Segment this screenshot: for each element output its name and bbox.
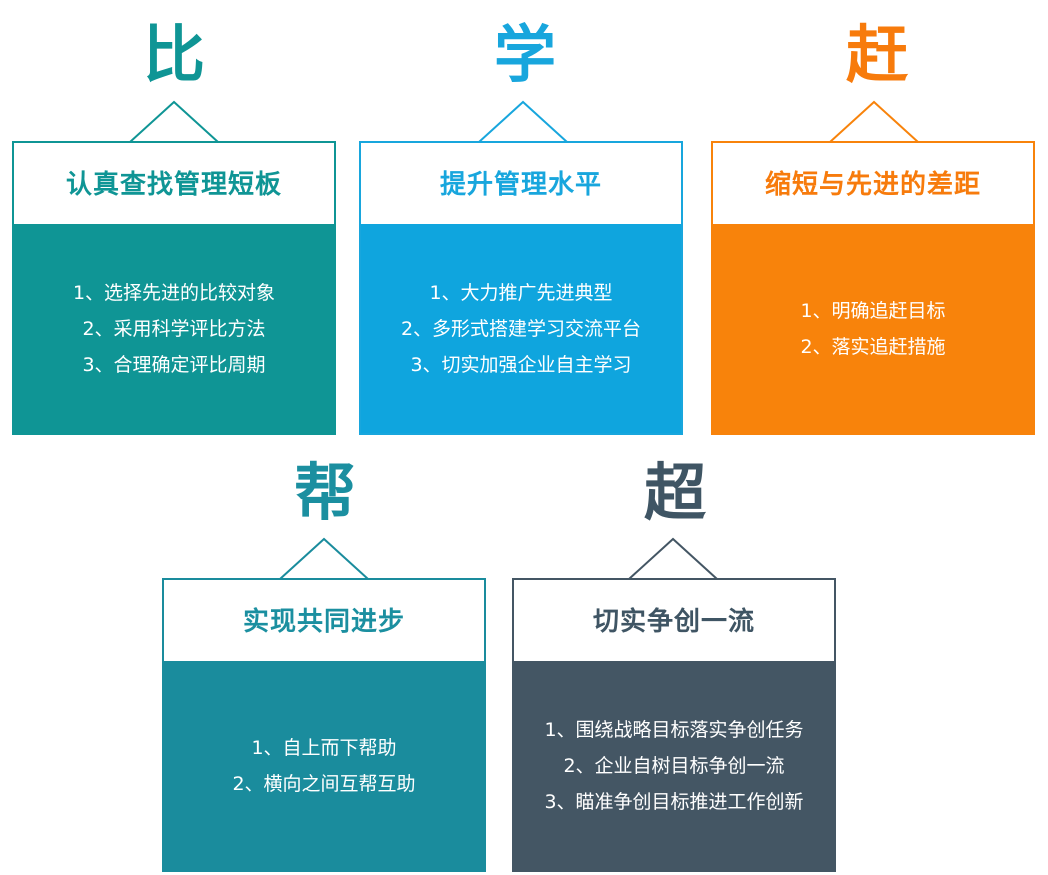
- card-xue-item-3: 3、切实加强企业自主学习: [410, 353, 632, 376]
- card-bang-body: 1、自上而下帮助 2、横向之间互帮互助: [164, 661, 484, 870]
- card-gan-title: 缩短与先进的差距: [713, 143, 1033, 222]
- card-bang-item-1: 1、自上而下帮助: [251, 736, 397, 759]
- char-chao: 超: [643, 456, 706, 529]
- char-gan: 赶: [845, 18, 908, 91]
- connector-bi: [129, 100, 219, 143]
- card-bang-title: 实现共同进步: [164, 580, 484, 659]
- card-gan-body: 1、明确追赶目标 2、落实追赶措施: [713, 224, 1033, 433]
- connector-bang: [279, 537, 369, 580]
- card-gan-item-2: 2、落实追赶措施: [800, 335, 946, 358]
- char-xue: 学: [493, 18, 556, 91]
- card-bi-item-1: 1、选择先进的比较对象: [72, 281, 276, 304]
- card-bi-item-2: 2、采用科学评比方法: [82, 317, 266, 340]
- card-bang-item-2: 2、横向之间互帮互助: [232, 772, 416, 795]
- card-gan: 缩短与先进的差距 1、明确追赶目标 2、落实追赶措施: [711, 141, 1035, 435]
- card-bi: 认真查找管理短板 1、选择先进的比较对象 2、采用科学评比方法 3、合理确定评比…: [12, 141, 336, 435]
- card-chao-body: 1、围绕战略目标落实争创任务 2、企业自树目标争创一流 3、瞄准争创目标推进工作…: [514, 661, 834, 870]
- char-bang: 帮: [293, 456, 356, 529]
- card-chao: 切实争创一流 1、围绕战略目标落实争创任务 2、企业自树目标争创一流 3、瞄准争…: [512, 578, 836, 872]
- connector-xue: [478, 100, 568, 143]
- card-bi-item-3: 3、合理确定评比周期: [82, 353, 266, 376]
- card-bi-body: 1、选择先进的比较对象 2、采用科学评比方法 3、合理确定评比周期: [14, 224, 334, 433]
- char-bi: 比: [142, 18, 205, 91]
- card-chao-item-2: 2、企业自树目标争创一流: [563, 754, 785, 777]
- card-chao-title: 切实争创一流: [514, 580, 834, 659]
- card-xue-item-2: 2、多形式搭建学习交流平台: [400, 317, 642, 340]
- card-bi-title: 认真查找管理短板: [14, 143, 334, 222]
- card-xue-title: 提升管理水平: [361, 143, 681, 222]
- connector-gan: [829, 100, 919, 143]
- connector-chao: [628, 537, 718, 580]
- card-chao-item-1: 1、围绕战略目标落实争创任务: [544, 718, 804, 741]
- card-xue-body: 1、大力推广先进典型 2、多形式搭建学习交流平台 3、切实加强企业自主学习: [361, 224, 681, 433]
- card-xue: 提升管理水平 1、大力推广先进典型 2、多形式搭建学习交流平台 3、切实加强企业…: [359, 141, 683, 435]
- card-chao-item-3: 3、瞄准争创目标推进工作创新: [544, 790, 804, 813]
- card-xue-item-1: 1、大力推广先进典型: [429, 281, 613, 304]
- card-bang: 实现共同进步 1、自上而下帮助 2、横向之间互帮互助: [162, 578, 486, 872]
- card-gan-item-1: 1、明确追赶目标: [800, 299, 946, 322]
